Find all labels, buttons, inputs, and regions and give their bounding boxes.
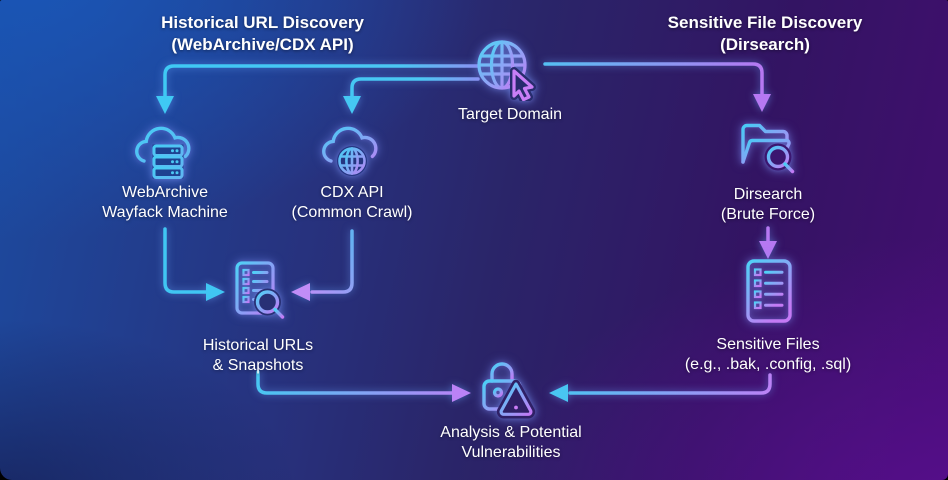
cdx-api-label: CDX API (Common Crawl) xyxy=(262,183,442,223)
historical-urls-label-line2: & Snapshots xyxy=(212,356,304,374)
header-sensitive-file-discovery: Sensitive File Discovery (Dirsearch) xyxy=(645,12,885,56)
arrow-historical-urls-to-analysis xyxy=(256,370,471,402)
webarchive-label: WebArchive Wayfack Machine xyxy=(75,183,255,223)
lock-warning-icon xyxy=(482,362,536,419)
cdx-api-label-line1: CDX API xyxy=(320,184,384,201)
historical-urls-label: Historical URLs & Snapshots xyxy=(168,336,348,376)
target-domain-label: Target Domain xyxy=(457,106,563,123)
sensitive-files-label-line1: Sensitive Files xyxy=(716,336,820,353)
arrow-webarchive-to-historical-urls xyxy=(163,227,225,301)
webarchive-label-line1: WebArchive xyxy=(122,184,208,201)
folder-search-icon xyxy=(741,123,795,174)
header-historical-url-discovery: Historical URL Discovery (WebArchive/CDX… xyxy=(140,12,385,56)
arrow-cdx-api-to-historical-urls xyxy=(291,229,354,301)
sensitive-files-label: Sensitive Files (e.g., .bak, .config, .s… xyxy=(660,335,876,375)
globe-cursor-icon xyxy=(477,40,536,101)
dirsearch-label-line2: (Brute Force) xyxy=(720,205,816,223)
cloud-globe-icon xyxy=(322,126,378,176)
analysis-label: Analysis & Potential Vulnerabilities xyxy=(421,423,601,463)
cdx-api-label-line2: (Common Crawl) xyxy=(291,203,413,221)
document-checklist-icon xyxy=(746,259,792,323)
analysis-label-line2: Vulnerabilities xyxy=(461,443,561,461)
cloud-server-icon xyxy=(135,126,191,179)
webarchive-label-line2: Wayfack Machine xyxy=(102,203,228,221)
arrow-dirsearch-to-sensitive-files xyxy=(759,226,777,259)
header-left-line2: (WebArchive/CDX API) xyxy=(171,34,354,54)
header-right-line1: Sensitive File Discovery xyxy=(667,13,863,32)
header-left-line1: Historical URL Discovery xyxy=(161,13,364,32)
analysis-label-line1: Analysis & Potential xyxy=(440,424,582,441)
arrow-sensitive-files-to-analysis xyxy=(549,373,772,402)
sensitive-files-label-line2: (e.g., .bak, .config, .sql) xyxy=(684,355,852,373)
document-checklist-search-icon xyxy=(235,261,285,319)
historical-urls-label-line1: Historical URLs xyxy=(202,337,314,354)
header-right-line2: (Dirsearch) xyxy=(720,34,810,54)
dirsearch-label-line1: Dirsearch xyxy=(733,186,803,203)
dirsearch-label: Dirsearch (Brute Force) xyxy=(678,185,858,225)
